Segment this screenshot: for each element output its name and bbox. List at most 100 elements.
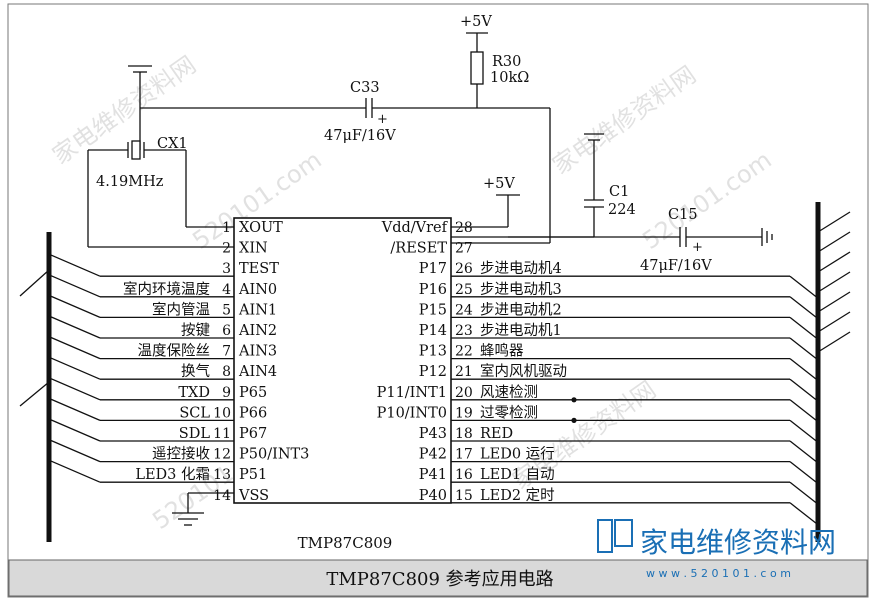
- supply2-plus5v: +5V: [483, 176, 515, 192]
- vss-ground: [172, 492, 234, 526]
- cx1-name: CX1: [157, 136, 188, 152]
- pin-number: 7: [222, 344, 231, 360]
- r30-value: 10kΩ: [490, 70, 529, 86]
- pin-name: XOUT: [239, 220, 283, 236]
- pin-label: 步进电动机1: [480, 322, 562, 339]
- pin-number: 4: [222, 282, 231, 298]
- pin-number: 11: [213, 426, 231, 442]
- pin-number: 10: [213, 405, 231, 421]
- pin-wire: [789, 461, 819, 485]
- watermark-text: 家电维修资料网: [547, 61, 701, 180]
- pin-name: AIN1: [238, 302, 277, 318]
- pin-name: VSS: [238, 488, 269, 504]
- pin-name: P14: [419, 323, 447, 339]
- pin-label: RED: [480, 426, 513, 442]
- c15-plus: +: [692, 240, 703, 255]
- pin-wire: [789, 358, 819, 382]
- c15-name: C15: [668, 207, 698, 223]
- r30-resistor: [470, 51, 484, 85]
- pin-name: Vdd/Vref: [381, 220, 449, 236]
- watermark-text: 520101.com: [637, 146, 776, 255]
- outer-border: [7, 3, 869, 598]
- pin-wire: [789, 275, 819, 299]
- pin-name: P40: [419, 488, 447, 504]
- pin-name: AIN2: [238, 323, 277, 339]
- pin-number: 21: [455, 364, 473, 380]
- pin-name: P67: [239, 426, 267, 442]
- logo-cn: 家电维修资料网: [640, 526, 836, 559]
- pin-number: 17: [455, 447, 473, 463]
- pin-name: P41: [419, 467, 447, 483]
- pin-number: 18: [455, 426, 473, 442]
- cx1-crystal: [131, 140, 141, 160]
- pin-number: 27: [455, 241, 473, 257]
- pin-name: /RESET: [390, 241, 447, 257]
- pin-label: 步进电动机3: [480, 281, 562, 298]
- pin-number: 6: [222, 323, 231, 339]
- supply-plus5v: +5V: [460, 14, 492, 30]
- pin-wire: [789, 502, 819, 526]
- pin-number: 20: [455, 385, 473, 401]
- pin-label: SDL: [179, 426, 211, 442]
- pin-number: 9: [222, 385, 231, 401]
- pin-number: 14: [213, 488, 231, 504]
- site-logo: 家电维修资料网 w w w . 5 2 0 1 0 1 . c o m: [597, 519, 836, 580]
- junction-dot: [571, 417, 577, 423]
- pin-label: 室内环境温度: [123, 280, 210, 298]
- pin-wire: [789, 481, 819, 505]
- pin-wire: [789, 440, 819, 464]
- pin-number: 12: [213, 447, 231, 463]
- pin-wire: [48, 377, 101, 401]
- pin-wire: [48, 356, 101, 380]
- c15-value: 47μF/16V: [640, 258, 712, 274]
- caption-bar: [8, 559, 868, 597]
- pin-label: 步进电动机2: [480, 301, 562, 318]
- pin-number: 25: [455, 282, 473, 298]
- pin-number: 13: [213, 467, 231, 483]
- pin-number: 19: [455, 405, 473, 421]
- pin-wire: [48, 418, 101, 442]
- c33-value: 47μF/16V: [324, 128, 396, 144]
- pin-name: P51: [239, 467, 267, 483]
- pin-number: 3: [222, 261, 231, 277]
- c1-value: 224: [608, 202, 636, 218]
- pin-label: 按键: [181, 322, 210, 339]
- junction-dot: [571, 397, 577, 403]
- pin-name: AIN0: [238, 282, 277, 298]
- pin-wire: [48, 336, 101, 360]
- pin-wire: [48, 397, 101, 421]
- cx1-value: 4.19MHz: [96, 174, 164, 190]
- pin-name: TEST: [239, 261, 279, 277]
- logo-mark-icon: [597, 519, 633, 553]
- pin-wire: [48, 253, 101, 277]
- chip-body: [233, 217, 452, 504]
- right-bus-stubs: [817, 211, 851, 353]
- pin-wire: [789, 399, 819, 423]
- c33-plus: +: [377, 112, 388, 127]
- c33-name: C33: [350, 80, 380, 96]
- pin-label: LED0 运行: [480, 446, 555, 463]
- pin-name: P15: [419, 302, 447, 318]
- pin-label: 室内风机驱动: [480, 363, 567, 380]
- pin-name: XIN: [239, 241, 268, 257]
- pin-wire: [789, 378, 819, 402]
- pin-name: AIN4: [238, 364, 277, 380]
- pin-name: P42: [419, 447, 447, 463]
- c1-name: C1: [609, 184, 629, 200]
- pin-label: 室内管温: [152, 301, 210, 318]
- pin-name: P13: [419, 344, 447, 360]
- pin-wire: [789, 419, 819, 443]
- pin-label: 蜂鸣器: [480, 343, 524, 360]
- pin-number: 24: [455, 302, 473, 318]
- pin-wire: [48, 274, 101, 298]
- pin-label: 温度保险丝: [138, 343, 211, 360]
- pin-number: 28: [455, 220, 473, 236]
- pin-label: LED3 化霜: [135, 466, 210, 483]
- pin-label: SCL: [179, 405, 210, 421]
- pin-wire: [789, 337, 819, 361]
- pin-wire: [789, 316, 819, 340]
- chip-name: TMP87C809: [298, 534, 393, 552]
